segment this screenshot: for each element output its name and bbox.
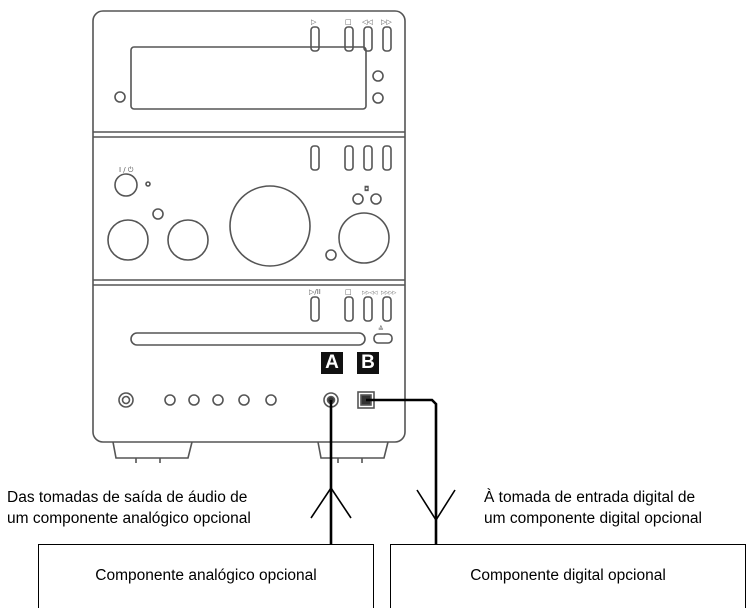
cd-rew-button	[363, 296, 373, 322]
front-button-1	[164, 394, 176, 406]
standby-indicator	[145, 181, 151, 187]
power-button	[114, 173, 138, 197]
cd-ff-button	[382, 296, 392, 322]
volume-knob	[229, 185, 311, 267]
top-right-button-2	[372, 92, 384, 104]
symbol-cd-stop: □	[345, 288, 352, 296]
mid-button-4	[382, 145, 392, 171]
tuning-knob	[338, 212, 390, 264]
symbol-rew: ▷▷◁◁	[362, 290, 378, 296]
front-button-3	[212, 394, 224, 406]
headphone-jack	[118, 392, 134, 408]
top-prev-button	[363, 26, 373, 52]
jack-a-badge: A	[321, 352, 343, 374]
top-next-button	[382, 26, 392, 52]
digital-cable	[366, 398, 438, 548]
digital-destination-caption: À tomada de entrada digital de um compon…	[484, 487, 702, 529]
symbol-next: ▷▷	[381, 18, 392, 26]
top-right-button-1	[372, 70, 384, 82]
top-left-knob	[114, 91, 126, 103]
arrow-up-from-analog	[310, 486, 352, 519]
front-button-2	[188, 394, 200, 406]
arrow-down-to-digital	[416, 489, 456, 522]
symbol-stop: □	[345, 18, 352, 26]
top-stop-button	[344, 26, 354, 52]
cd-stop-button	[344, 296, 354, 322]
analog-source-caption: Das tomadas de saída de áudio de um comp…	[7, 487, 251, 529]
analog-component-label: Componente analógico opcional	[95, 567, 317, 584]
tape-button-1	[352, 193, 364, 205]
mid-small-button	[325, 249, 337, 261]
digital-caption-line-2: um componente digital opcional	[484, 510, 702, 527]
mid-button-2	[344, 145, 354, 171]
button-symbols: ▷ □ ◁◁ ▷▷ I / ⏻ ◘ ▷/II □ ▷▷◁◁ ▷▷▷▷ ≙	[119, 18, 397, 333]
front-button-4	[238, 394, 250, 406]
analog-component-box: Componente analógico opcional	[38, 544, 374, 608]
cables	[329, 398, 438, 548]
display-window	[130, 46, 367, 110]
arrows	[310, 486, 456, 522]
small-knob	[152, 208, 164, 220]
analog-caption-line-1: Das tomadas de saída de áudio de	[7, 489, 248, 506]
symbol-power: I / ⏻	[119, 166, 134, 174]
digital-component-label: Componente digital opcional	[470, 567, 666, 584]
symbol-play: ▷	[311, 18, 317, 26]
mid-button-3	[363, 145, 373, 171]
symbol-tape: ◘	[364, 185, 370, 193]
stereo-unit	[92, 10, 406, 463]
digital-component-box: Componente digital opcional	[390, 544, 746, 608]
left-knob	[107, 219, 149, 261]
jack-b-badge: B	[357, 352, 379, 374]
cd-play-pause-button	[310, 296, 320, 322]
front-button-5	[265, 394, 277, 406]
center-left-knob	[167, 219, 209, 261]
eject-button	[373, 333, 393, 344]
headphone-jack-inner	[121, 395, 131, 405]
digital-caption-line-1: À tomada de entrada digital de	[484, 489, 696, 506]
symbol-eject: ≙	[378, 325, 384, 333]
tape-button-2	[370, 193, 382, 205]
left-foot	[112, 441, 193, 459]
symbol-ff: ▷▷▷▷	[381, 290, 397, 296]
symbol-play-pause: ▷/II	[309, 288, 321, 296]
cd-slot	[130, 332, 366, 346]
analog-caption-line-2: um componente analógico opcional	[7, 510, 251, 527]
mid-button-1	[310, 145, 320, 171]
unit-body	[92, 10, 406, 443]
symbol-prev: ◁◁	[362, 18, 373, 26]
top-play-button	[310, 26, 320, 52]
right-foot	[317, 441, 389, 459]
